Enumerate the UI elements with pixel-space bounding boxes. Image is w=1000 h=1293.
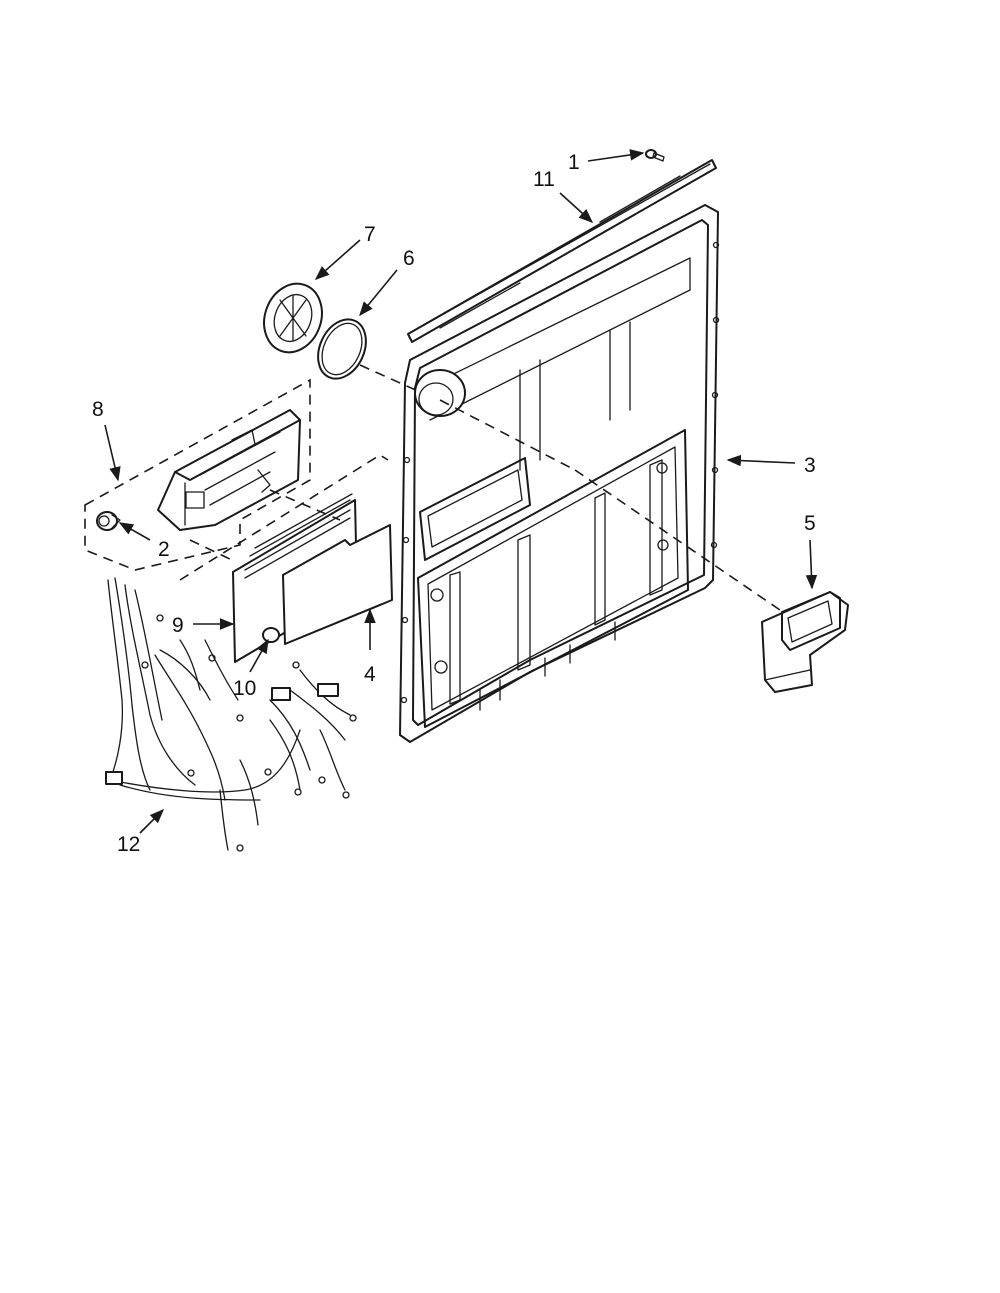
callout-6: 6	[403, 247, 415, 270]
callout-10: 10	[233, 677, 256, 700]
alignment-lines	[189, 364, 781, 611]
wire-harness	[105, 577, 357, 852]
callout-labels: 1 11 7 6 8 3 5 2 9 4 10 12	[92, 151, 816, 856]
knob-part-2	[96, 511, 121, 531]
callout-9: 9	[172, 614, 184, 637]
callout-5: 5	[804, 512, 816, 535]
fitting-part-10	[262, 627, 280, 643]
callout-7: 7	[364, 223, 376, 246]
callout-8: 8	[92, 398, 104, 421]
inner-door-panel	[399, 204, 720, 743]
callout-3: 3	[804, 454, 816, 477]
callout-11: 11	[533, 168, 555, 191]
callout-12: 12	[117, 833, 140, 856]
dispenser-assembly	[84, 378, 311, 571]
callout-4: 4	[364, 663, 376, 686]
latch-housing	[761, 591, 849, 693]
callout-2: 2	[158, 538, 170, 561]
screw-part-1	[645, 149, 665, 162]
leader-arrows	[104, 149, 818, 834]
gasket-ring	[317, 318, 367, 380]
top-trim-strip	[407, 159, 717, 343]
callout-1: 1	[568, 151, 580, 174]
vent-cover	[263, 282, 323, 354]
control-board	[179, 454, 393, 663]
